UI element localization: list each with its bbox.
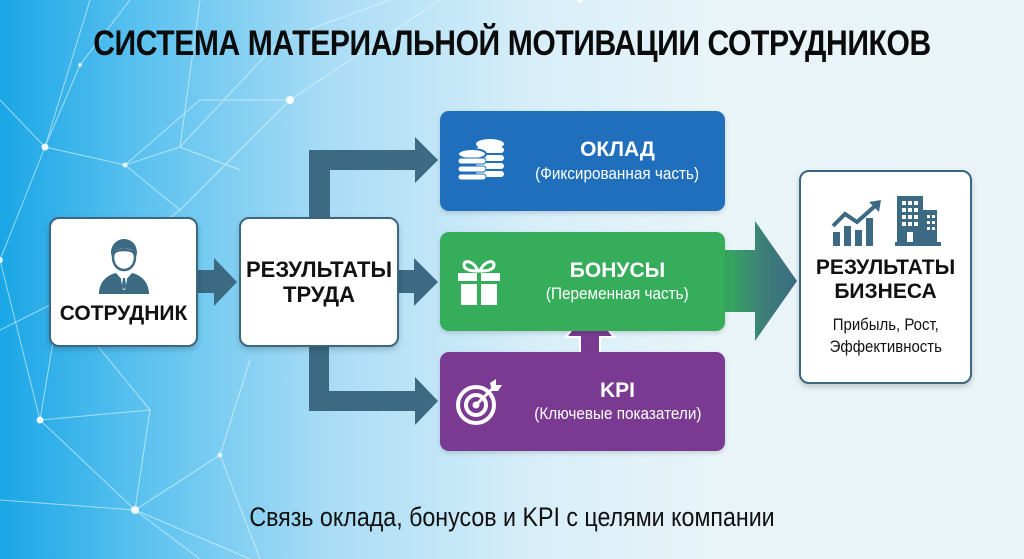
arrow-bonuses-to-business-results xyxy=(722,221,797,341)
arrow-work-results-to-salary xyxy=(309,137,438,217)
bonuses-subtitle: (Переменная часть) xyxy=(546,284,689,304)
coins-icon xyxy=(457,139,504,181)
employee-card: СОТРУДНИК xyxy=(49,217,198,347)
business-results-detail-line1: Прибыль, Рост, xyxy=(832,315,939,335)
business-results-detail-line2: Эффективность xyxy=(829,337,942,357)
salary-box: ОКЛАД (Фиксированная часть) xyxy=(440,111,725,211)
business-results-card: РЕЗУЛЬТАТЫ БИЗНЕСА Прибыль, Рост, Эффект… xyxy=(799,170,972,384)
bonuses-box: БОНУСЫ (Переменная часть) xyxy=(440,232,725,331)
work-results-card: РЕЗУЛЬТАТЫ ТРУДА xyxy=(239,217,399,347)
business-results-label-line2: БИЗНЕСА xyxy=(834,279,937,303)
kpi-box: KPI (Ключевые показатели) xyxy=(440,352,725,451)
work-results-label-line2: ТРУДА xyxy=(283,282,355,307)
arrow-employee-to-work-results xyxy=(198,258,237,306)
gift-icon xyxy=(458,259,500,305)
kpi-title: KPI xyxy=(599,378,635,402)
target-icon xyxy=(456,378,502,425)
work-results-label-line1: РЕЗУЛЬТАТЫ xyxy=(246,256,392,282)
page-subtitle: Связь оклада, бонусов и KPI с целями ком… xyxy=(249,502,775,532)
growth-chart-icon xyxy=(831,199,881,246)
salary-subtitle: (Фиксированная часть) xyxy=(535,163,700,183)
building-icon xyxy=(894,195,941,246)
salary-title: ОКЛАД xyxy=(580,138,655,162)
employee-label: СОТРУДНИК xyxy=(59,301,188,325)
business-results-label-line1: РЕЗУЛЬТАТЫ xyxy=(815,255,956,279)
page-title: СИСТЕМА МАТЕРИАЛЬНОЙ МОТИВАЦИИ СОТРУДНИК… xyxy=(93,24,931,63)
person-icon xyxy=(98,238,149,294)
arrow-work-results-to-bonuses xyxy=(398,258,438,306)
arrow-work-results-to-kpi xyxy=(309,347,438,425)
bonuses-title: БОНУСЫ xyxy=(569,258,666,282)
kpi-subtitle: (Ключевые показатели) xyxy=(533,404,702,424)
